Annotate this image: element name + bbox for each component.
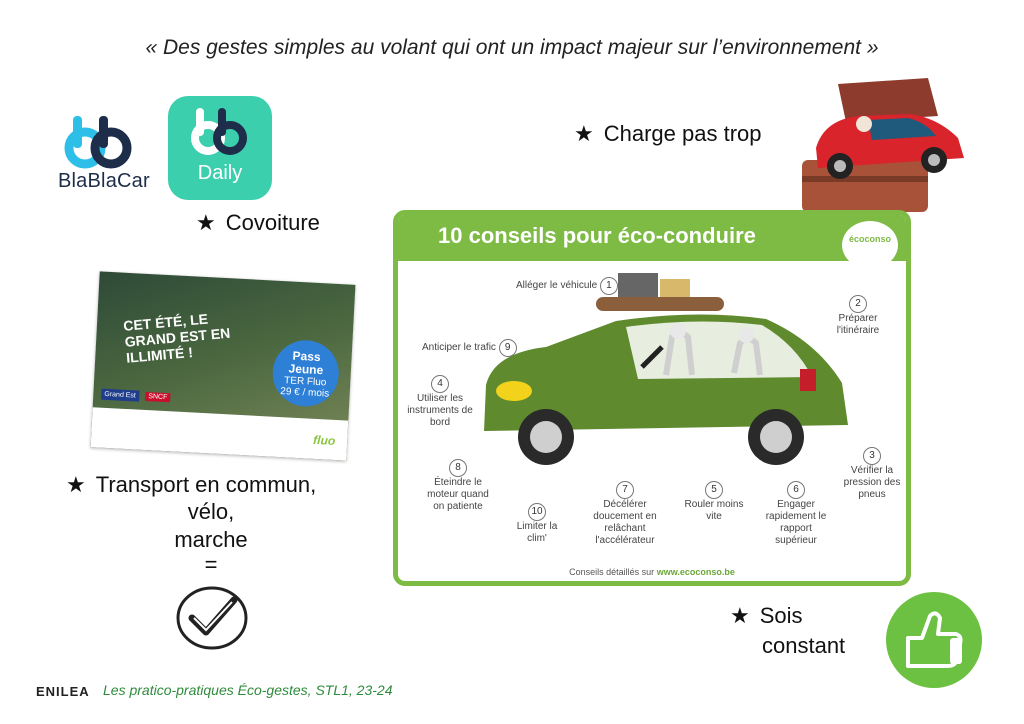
tip-4: 4 Utiliser les instruments de bord xyxy=(402,375,478,429)
bullet-transport-line1: ★ Transport en commun, xyxy=(66,472,316,498)
grand-est-logo: Grand Est xyxy=(101,388,140,402)
ad-pass-price: 29 € / mois xyxy=(279,386,330,400)
tip-10-num: 10 xyxy=(528,503,546,521)
star-icon: ★ xyxy=(730,603,750,628)
tip-7-num: 7 xyxy=(616,481,634,499)
bullet-constant-line1: ★ Sois xyxy=(730,603,803,629)
bullet-transport-equals: = xyxy=(204,552,218,577)
tip-9: Anticiper le trafic 9 xyxy=(422,339,517,357)
tip-8-num: 8 xyxy=(449,459,467,477)
ecoconso-link[interactable]: www.ecoconso.be xyxy=(656,567,735,577)
green-car-illustration xyxy=(484,273,848,465)
thumbs-up-glyph-icon xyxy=(906,611,963,668)
tip-7-text: Décélérer doucement en relâchant l'accél… xyxy=(593,499,657,546)
tip-1-text: Alléger le véhicule xyxy=(516,280,598,291)
transport-text-1: Transport en commun, xyxy=(95,472,317,497)
tip-9-num: 9 xyxy=(498,339,517,357)
bullet-transport-line3: marche xyxy=(174,527,248,552)
tip-4-num: 4 xyxy=(431,375,449,393)
tip-6: 6 Engager rapidement le rapport supérieu… xyxy=(758,481,834,547)
enilea-logo: ENILEA xyxy=(36,684,90,699)
tip-10-text: Limiter la clim' xyxy=(516,521,558,544)
daily-label: Daily xyxy=(197,162,243,184)
constant-text-1: Sois xyxy=(759,603,803,628)
check-circle-icon xyxy=(176,586,248,650)
star-icon: ★ xyxy=(196,210,216,235)
tip-2-text: Préparer l'itinéraire xyxy=(836,313,880,336)
tip-3-num: 3 xyxy=(863,447,881,465)
tip-2-num: 2 xyxy=(849,295,867,313)
fluo-logo: fluo xyxy=(312,432,336,448)
panel-footer-prefix: Conseils détaillés sur xyxy=(569,567,655,577)
page-title: « Des gestes simples au volant qui ont u… xyxy=(145,36,879,59)
footer-caption: Les pratico-pratiques Éco-gestes, STL1, … xyxy=(103,682,393,698)
tip-6-num: 6 xyxy=(787,481,805,499)
blablacar-logo-icon xyxy=(64,116,132,169)
eco-conduite-panel: 10 conseils pour éco-conduire écoconso A… xyxy=(393,210,911,586)
tip-1: Alléger le véhicule 1 xyxy=(516,277,618,295)
panel-footer: Conseils détaillés sur www.ecoconso.be xyxy=(398,567,906,577)
tip-2: 2 Préparer l'itinéraire xyxy=(818,295,898,337)
tip-6-text: Engager rapidement le rapport supérieur xyxy=(765,499,827,546)
ad-headline: CET ÉTÉ, LE GRAND EST EN ILLIMITÉ ! xyxy=(122,310,231,366)
daily-bb-icon xyxy=(191,108,247,155)
bullet-transport-line2: vélo, xyxy=(187,499,235,524)
covoiture-text: Covoiture xyxy=(225,210,320,235)
tip-5-text: Rouler moins vite xyxy=(684,499,744,522)
tip-5-num: 5 xyxy=(705,481,723,499)
bullet-charge: ★ Charge pas trop xyxy=(574,121,762,147)
blablacar-wordmark: BlaBlaCar xyxy=(58,170,150,192)
tip-4-text: Utiliser les instruments de bord xyxy=(407,393,473,428)
tip-10: 10 Limiter la clim' xyxy=(508,503,566,545)
ad-bottom-strip xyxy=(90,407,349,461)
blablacar-daily-logo: Daily xyxy=(168,96,272,200)
ter-pass-jeune-ad: CET ÉTÉ, LE GRAND EST EN ILLIMITÉ ! Pass… xyxy=(90,271,356,461)
star-icon: ★ xyxy=(574,121,594,146)
tip-5: 5 Rouler moins vite xyxy=(680,481,748,523)
panel-header xyxy=(398,215,906,261)
panel-title: 10 conseils pour éco-conduire xyxy=(438,223,756,248)
charge-text: Charge pas trop xyxy=(603,121,762,146)
tip-7: 7 Décélérer doucement en relâchant l'acc… xyxy=(580,481,670,547)
tip-3: 3 Vérifier la pression des pneus xyxy=(836,447,906,501)
ad-pass-badge: Pass Jeune TER Fluo 29 € / mois xyxy=(271,338,341,409)
tip-8: 8 Éteindre le moteur quand on patiente xyxy=(422,459,494,513)
ecoconso-badge: écoconso xyxy=(842,221,898,269)
tip-1-num: 1 xyxy=(599,277,618,295)
tip-8-text: Éteindre le moteur quand on patiente xyxy=(427,477,489,512)
car-suitcase-illustration xyxy=(802,78,964,212)
tip-9-text: Anticiper le trafic xyxy=(422,342,496,353)
thumbs-up-icon xyxy=(886,592,982,688)
bullet-constant-line2: constant xyxy=(762,633,846,658)
star-icon: ★ xyxy=(66,472,86,497)
bullet-covoiture: ★ Covoiture xyxy=(196,210,320,236)
sncf-logo: SNCF xyxy=(145,391,171,403)
tip-3-text: Vérifier la pression des pneus xyxy=(843,465,901,500)
